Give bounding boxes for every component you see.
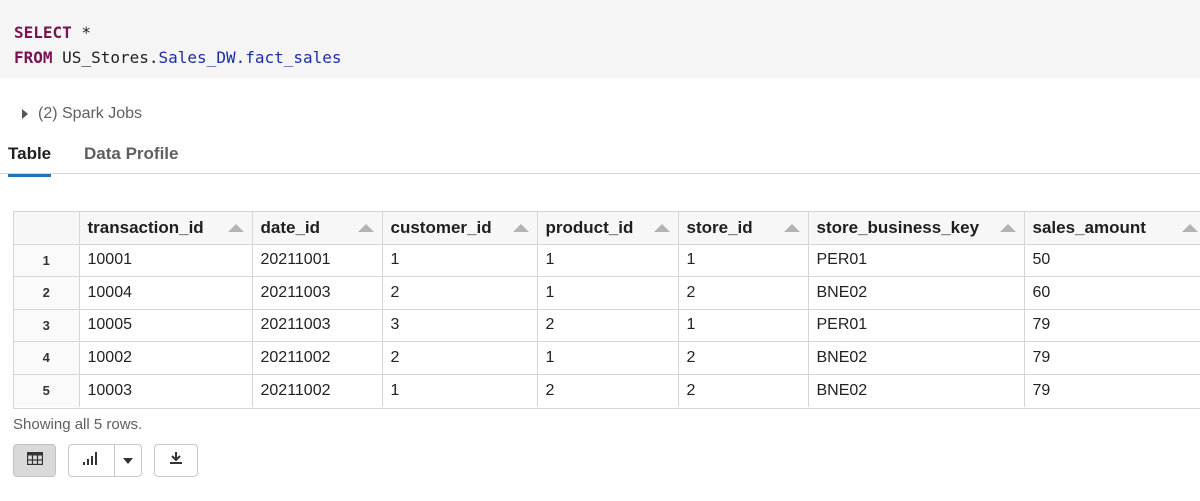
column-header-product-id[interactable]: product_id	[537, 212, 679, 245]
bar-chart-icon	[82, 451, 100, 470]
table-cell[interactable]: 20211003	[252, 276, 383, 310]
table-grid-icon	[26, 451, 43, 470]
spark-jobs-label: (2) Spark Jobs	[38, 105, 143, 122]
header-row: transaction_id date_id customer_id produ…	[14, 212, 1200, 245]
row-number: 2	[14, 276, 80, 310]
table-cell[interactable]: 79	[1024, 374, 1200, 407]
table-row: 3 10005 20211003 3 2 1 PER01 79	[14, 309, 1200, 342]
chevron-down-icon	[122, 457, 133, 464]
tab-data-profile[interactable]: Data Profile	[84, 144, 179, 163]
tab-table[interactable]: Table	[8, 144, 52, 177]
table-cell[interactable]: 2	[382, 341, 538, 375]
sort-icon[interactable]	[653, 223, 670, 232]
table-cell[interactable]: BNE02	[808, 276, 1025, 310]
sort-icon[interactable]	[783, 223, 800, 232]
table-cell[interactable]: 2	[382, 276, 538, 310]
table-cell[interactable]: 2	[537, 309, 679, 342]
visualization-dropdown-button[interactable]	[115, 445, 141, 476]
table-cell[interactable]: 60	[1024, 276, 1200, 310]
table-cell[interactable]: 2	[678, 276, 809, 310]
column-header-sales-amount[interactable]: sales_amount	[1024, 212, 1200, 245]
sort-icon[interactable]	[227, 223, 244, 232]
caret-right-icon	[22, 109, 28, 119]
column-header-store-id[interactable]: store_id	[678, 212, 809, 245]
table-cell[interactable]: 2	[678, 374, 809, 407]
row-number: 3	[14, 309, 80, 342]
column-header-store-business-key[interactable]: store_business_key	[808, 212, 1025, 245]
add-visualization-button[interactable]	[69, 445, 115, 476]
table-cell[interactable]: 3	[382, 309, 538, 342]
table-cell[interactable]: 1	[382, 374, 538, 407]
download-button[interactable]	[154, 444, 198, 477]
table-cell[interactable]: 10001	[79, 244, 253, 277]
sql-database-name: US_Stores	[62, 48, 149, 67]
table-cell[interactable]: 10005	[79, 309, 253, 342]
table-cell[interactable]: 10003	[79, 374, 253, 407]
table-row: 2 10004 20211003 2 1 2 BNE02 60	[14, 276, 1200, 310]
row-number: 5	[14, 374, 80, 407]
table-view-button[interactable]	[13, 444, 56, 477]
sort-icon[interactable]	[357, 223, 374, 232]
table-cell[interactable]: 20211002	[252, 341, 383, 375]
sql-keyword-from: FROM	[14, 48, 53, 67]
sort-icon[interactable]	[512, 223, 529, 232]
column-header-transaction-id[interactable]: transaction_id	[79, 212, 253, 245]
spark-jobs-toggle[interactable]: (2) Spark Jobs	[22, 102, 142, 126]
row-number: 4	[14, 341, 80, 375]
code-line-1: SELECT *	[14, 20, 1200, 45]
row-count-label: Showing all 5 rows.	[13, 416, 143, 433]
table-cell[interactable]: PER01	[808, 309, 1025, 342]
result-toolbar	[13, 444, 198, 477]
sql-schema-name: Sales_DW	[158, 48, 236, 67]
table-cell[interactable]: 10002	[79, 341, 253, 375]
table-cell[interactable]: 1	[678, 244, 809, 277]
code-line-2: FROM US_Stores.Sales_DW.fact_sales	[14, 48, 342, 67]
results-table: transaction_id date_id customer_id produ…	[14, 212, 1200, 407]
sort-icon[interactable]	[1181, 223, 1198, 232]
table-cell[interactable]: 1	[537, 341, 679, 375]
column-header-customer-id[interactable]: customer_id	[382, 212, 538, 245]
table-cell[interactable]: BNE02	[808, 341, 1025, 375]
table-cell[interactable]: 2	[537, 374, 679, 407]
sql-select-star: *	[71, 23, 92, 42]
table-row: 1 10001 20211001 1 1 1 PER01 50	[14, 244, 1200, 277]
table-cell[interactable]: 1	[678, 309, 809, 342]
table-cell[interactable]: 10004	[79, 276, 253, 310]
table-cell[interactable]: PER01	[808, 244, 1025, 277]
sql-keyword-select: SELECT	[14, 23, 72, 42]
table-row: 4 10002 20211002 2 1 2 BNE02 79	[14, 341, 1200, 375]
table-cell[interactable]: 79	[1024, 341, 1200, 375]
row-number: 1	[14, 244, 80, 277]
results-grid: transaction_id date_id customer_id produ…	[13, 211, 1200, 409]
result-tabs: Table Data Profile	[0, 136, 1200, 177]
table-cell[interactable]: 1	[382, 244, 538, 277]
table-cell[interactable]: 20211002	[252, 374, 383, 407]
table-cell[interactable]: 50	[1024, 244, 1200, 277]
table-cell[interactable]: 2	[678, 341, 809, 375]
sql-table-name: fact_sales	[245, 48, 342, 67]
table-cell[interactable]: 20211001	[252, 244, 383, 277]
download-icon	[169, 451, 183, 470]
sql-code-cell[interactable]: SELECT * FROM US_Stores.Sales_DW.fact_sa…	[0, 0, 1200, 78]
sort-icon[interactable]	[999, 223, 1016, 232]
table-row: 5 10003 20211002 1 2 2 BNE02 79	[14, 374, 1200, 407]
visualization-button-group	[68, 444, 142, 477]
table-cell[interactable]: 1	[537, 276, 679, 310]
row-number-header	[14, 212, 80, 245]
table-cell[interactable]: 20211003	[252, 309, 383, 342]
table-cell[interactable]: 1	[537, 244, 679, 277]
column-header-date-id[interactable]: date_id	[252, 212, 383, 245]
table-cell[interactable]: 79	[1024, 309, 1200, 342]
table-cell[interactable]: BNE02	[808, 374, 1025, 407]
